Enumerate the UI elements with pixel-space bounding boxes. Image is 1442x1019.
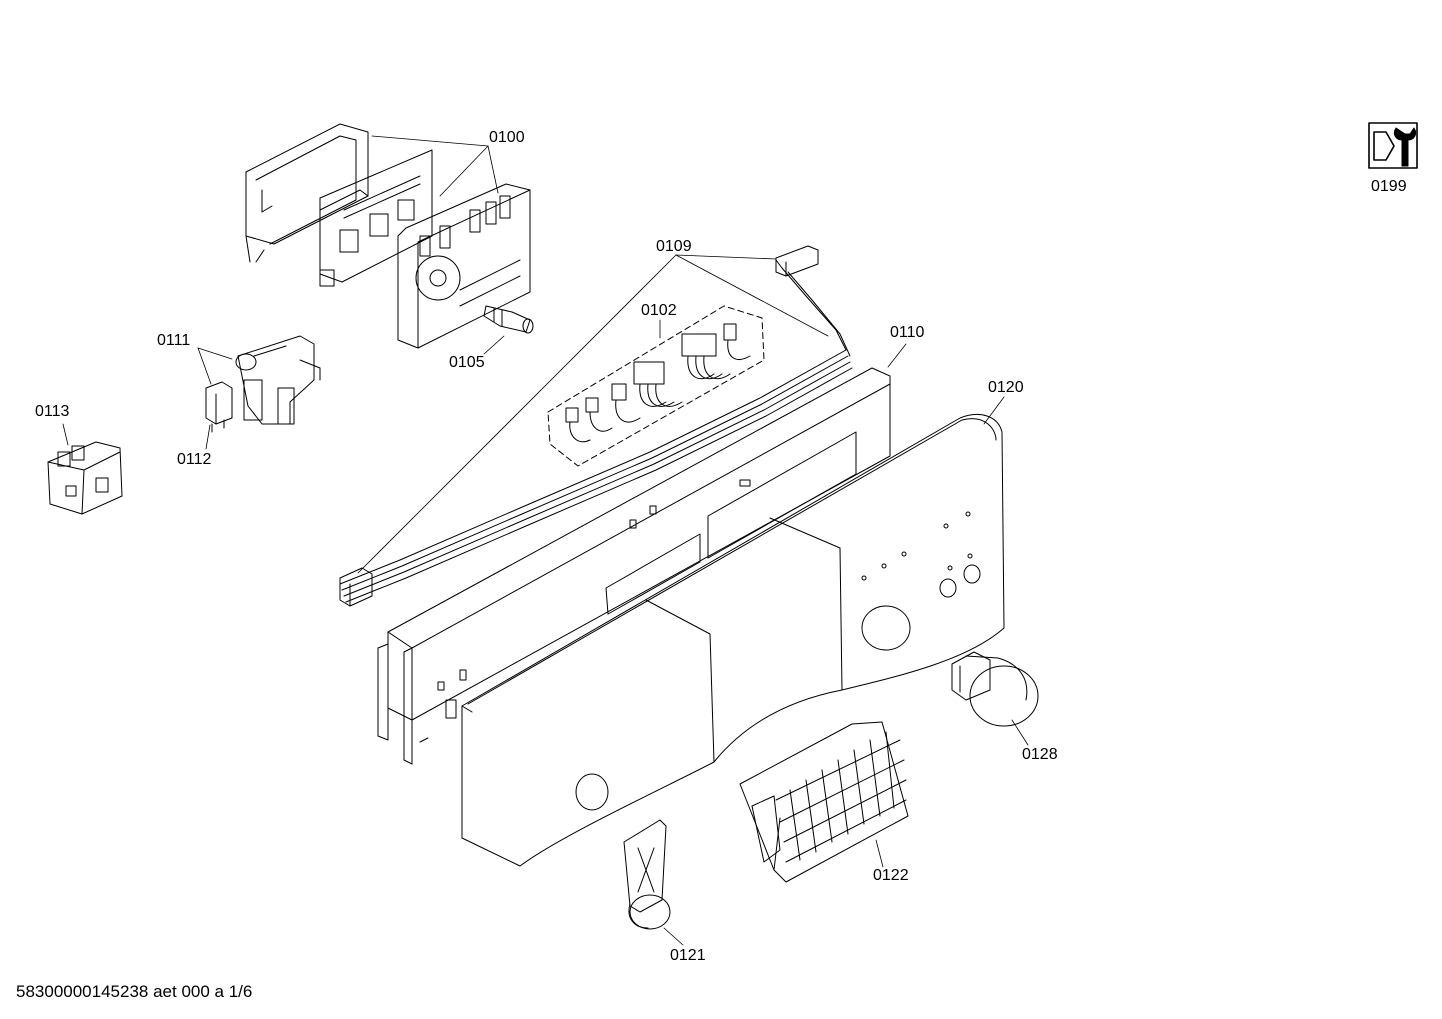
callout-0113: 0113 (35, 403, 70, 420)
switch-block-0113 (48, 442, 122, 514)
callout-0120: 0120 (988, 379, 1024, 396)
callout-0121: 0121 (670, 947, 706, 964)
control-board-0100 (320, 150, 530, 348)
callout-0100: 0100 (489, 129, 525, 146)
callout-0128: 0128 (1022, 746, 1058, 763)
fascia-panel-0120 (462, 414, 1004, 866)
callout-0199: 0199 (1371, 178, 1407, 195)
callout-0105: 0105 (449, 354, 485, 371)
module-cover-0100 (246, 124, 368, 262)
document-footer: 58300000145238 aet 000 a 1/6 (16, 982, 253, 1001)
panel-frame-0110 (378, 368, 890, 764)
suppressor-0112 (206, 382, 232, 432)
callout-0122: 0122 (873, 867, 909, 884)
callout-0110: 0110 (890, 324, 925, 341)
callout-0111: 0111 (157, 332, 191, 349)
switch-0111 (236, 336, 320, 424)
leader-lines (62, 135, 1029, 946)
callout-0102: 0102 (641, 302, 677, 319)
callout-0112: 0112 (177, 451, 212, 468)
lamp-0105 (484, 306, 533, 333)
knob-0128 (952, 652, 1038, 726)
wiring-harness-0109 (340, 246, 852, 606)
drawer-grille-0122 (740, 722, 908, 882)
wrench-nut-icon (1368, 122, 1418, 169)
connector-set-0102 (548, 306, 764, 466)
callout-0109: 0109 (656, 238, 692, 255)
lever-0121 (624, 820, 670, 929)
